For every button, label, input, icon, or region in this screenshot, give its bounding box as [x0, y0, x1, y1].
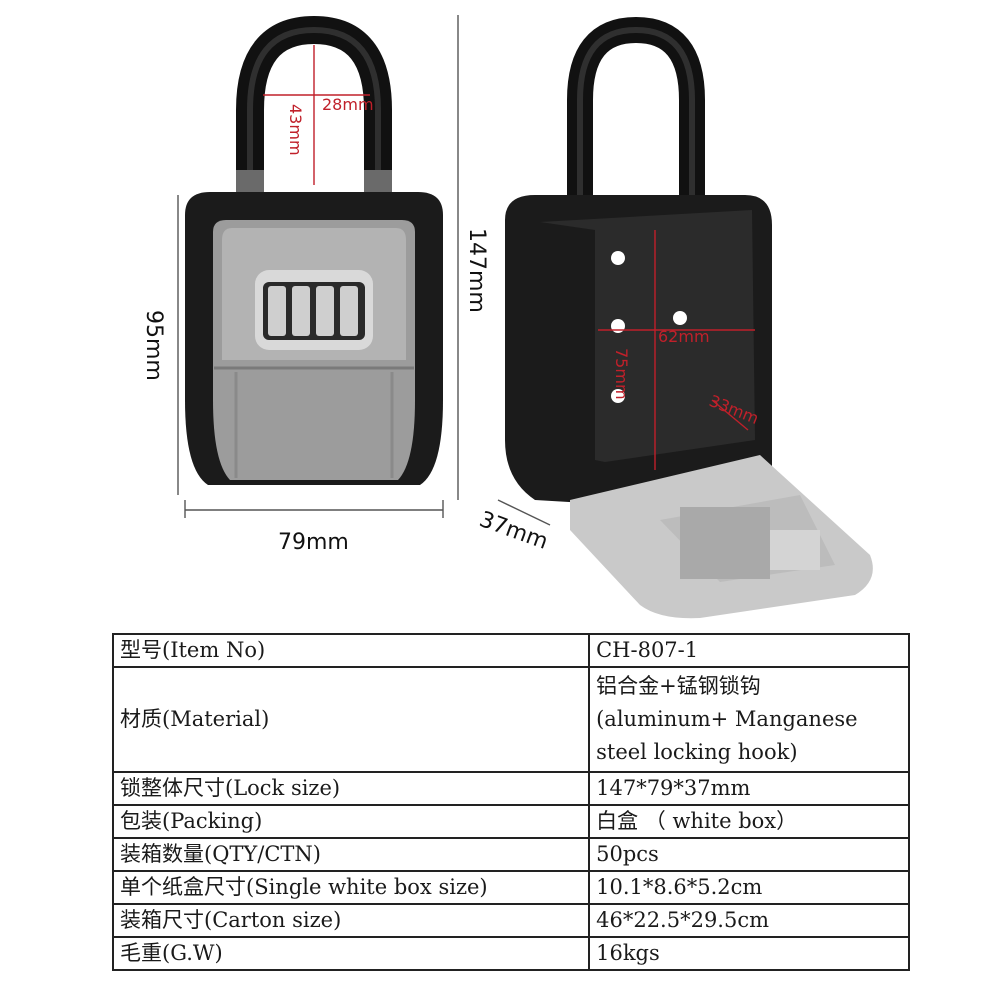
- product-dimension-figure: 28mm 43mm 147mm 95mm 79mm 37mm 62mm 75mm…: [141, 15, 873, 619]
- spec-value: 147*79*37mm: [588, 771, 910, 806]
- spec-label: 装箱数量(QTY/CTN): [111, 837, 591, 872]
- spec-label: 包装(Packing): [111, 804, 591, 839]
- table-row: 单个纸盒尺寸(Single white box size) 10.1*8.6*5…: [111, 870, 910, 905]
- shackle-height-label: 43mm: [286, 104, 305, 156]
- dimension-lines: [177, 15, 755, 526]
- spec-label: 锁整体尺寸(Lock size): [111, 771, 591, 806]
- spec-label: 型号(Item No): [111, 633, 591, 668]
- total-height-label: 147mm: [464, 228, 489, 313]
- table-row: 毛重(G.W) 16kgs: [111, 936, 910, 971]
- spec-value: 46*22.5*29.5cm: [588, 903, 910, 938]
- inner-width-label: 62mm: [658, 327, 710, 346]
- table-row: 锁整体尺寸(Lock size) 147*79*37mm: [111, 771, 910, 806]
- spec-value: 10.1*8.6*5.2cm: [588, 870, 910, 905]
- width-label: 79mm: [278, 530, 349, 555]
- spec-value: 铝合金+锰钢锁钩 (aluminum+ Manganese steel lock…: [588, 666, 910, 773]
- spec-label: 装箱尺寸(Carton size): [111, 903, 591, 938]
- depth-label: 37mm: [476, 507, 551, 555]
- spec-label: 材质(Material): [111, 666, 591, 773]
- inner-height-label: 75mm: [612, 348, 631, 400]
- spec-label: 单个纸盒尺寸(Single white box size): [111, 870, 591, 905]
- spec-value: 16kgs: [588, 936, 910, 971]
- table-row: 型号(Item No) CH-807-1: [111, 633, 910, 668]
- spec-value: 50pcs: [588, 837, 910, 872]
- open-lock-image: [505, 16, 873, 619]
- table-row: 装箱尺寸(Carton size) 46*22.5*29.5cm: [111, 903, 910, 938]
- table-row: 材质(Material) 铝合金+锰钢锁钩 (aluminum+ Mangane…: [111, 666, 910, 773]
- spec-label: 毛重(G.W): [111, 936, 591, 971]
- spec-table: 型号(Item No) CH-807-1 材质(Material) 铝合金+锰钢…: [111, 633, 910, 971]
- front-lock-image: [185, 15, 443, 485]
- table-row: 包装(Packing) 白盒 （ white box）: [111, 804, 910, 839]
- body-height-label: 95mm: [141, 310, 166, 381]
- spec-value: 白盒 （ white box）: [588, 804, 910, 839]
- spec-value: CH-807-1: [588, 633, 910, 668]
- table-row: 装箱数量(QTY/CTN) 50pcs: [111, 837, 910, 872]
- shackle-width-label: 28mm: [322, 95, 374, 114]
